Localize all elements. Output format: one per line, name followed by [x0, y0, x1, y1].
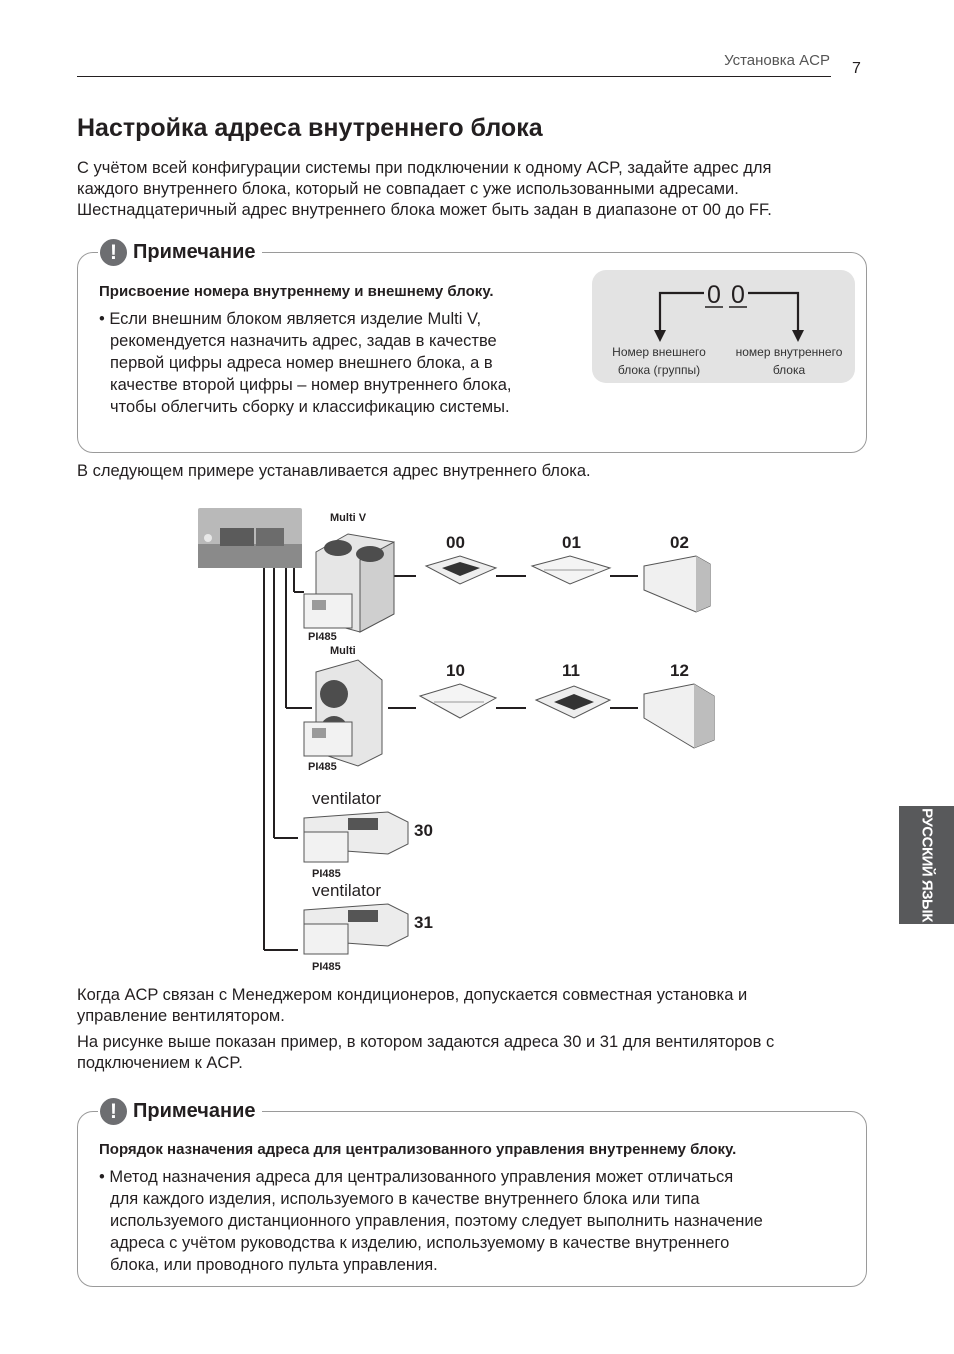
address-label: 30: [414, 821, 433, 840]
outdoor-digit-arrow: [658, 291, 704, 332]
address-label: 12: [670, 661, 689, 680]
example-intro: В следующем примере устанавливается адре…: [77, 462, 591, 480]
multi-v-label: Multi V: [330, 512, 367, 524]
address-label: 02: [670, 533, 689, 552]
ventilator-paragraph: Когда ACP связан с Менеджером кондиционе…: [77, 985, 877, 1027]
indoor-digit-arrow: [748, 291, 800, 332]
note-box-central-control: ! Примечание Порядок назначения адреса д…: [77, 1098, 867, 1287]
indoor-label: номер внутреннего: [736, 345, 843, 359]
pi485-label: PI485: [308, 631, 337, 643]
paragraph-line: управление вентилятором.: [77, 1007, 285, 1025]
note-title: Примечание: [133, 1100, 256, 1122]
note-heading: ! Примечание: [98, 239, 262, 266]
language-tab: РУССКИЙ ЯЗЫК: [899, 806, 954, 924]
note-bullet-line: используемого дистанционного управления,…: [110, 1212, 763, 1230]
outdoor-label: блока (группы): [618, 363, 700, 377]
note-bullet-line: чтобы облегчить сборку и классификацию с…: [110, 398, 510, 416]
note-subtitle: Порядок назначения адреса для централизо…: [99, 1141, 737, 1158]
indoor-unit-cassette: 00: [424, 533, 498, 585]
note-bullet-line: блока, или проводного пульта управления.: [110, 1256, 438, 1274]
indoor-unit-wall-mounted: 12: [643, 661, 715, 749]
indoor-unit-wall-mounted: 02: [643, 533, 711, 613]
system-diagram: Multi V PI485 Multi PI485 00 01 02 10: [198, 504, 718, 974]
note-bullet-line: первой цифры адреса номер внешнего блока…: [110, 354, 493, 372]
outdoor-digit: 0: [707, 281, 721, 309]
address-label: 00: [446, 533, 465, 552]
multi-label: Multi: [330, 645, 356, 657]
note-bullet: • Метод назначения адреса для централизо…: [99, 1166, 763, 1276]
address-figure-panel: 0 0 Номер внешнего блока (группы) номер …: [592, 270, 855, 383]
page-title: Настройка адреса внутреннего блока: [77, 114, 543, 142]
ventilator-label: ventilator: [312, 789, 381, 808]
address-figure: 0 0 Номер внешнего блока (группы) номер …: [612, 281, 843, 377]
note-bullet-line: рекомендуется назначить адрес, задав в к…: [110, 332, 497, 350]
address-label: 11: [562, 661, 580, 680]
note-bullet-line: • Если внешним блоком является изделие M…: [99, 310, 482, 328]
note-subtitle: Присвоение номера внутреннему и внешнему…: [99, 283, 494, 300]
note-bullet-line: для каждого изделия, используемого в кач…: [110, 1190, 700, 1208]
pi485-module: PI485: [303, 593, 353, 643]
note-bullet-line: • Метод назначения адреса для централизо…: [99, 1168, 734, 1186]
acp-controller: [198, 508, 302, 568]
pi485-label: PI485: [308, 761, 337, 773]
address-label: 01: [562, 533, 581, 552]
pi485-label: PI485: [312, 868, 341, 880]
note-bullet: • Если внешним блоком является изделие M…: [99, 308, 512, 418]
intro-line: каждого внутреннего блока, который не со…: [77, 180, 739, 198]
example-addresses-paragraph: На рисунке выше показан пример, в которо…: [77, 1032, 877, 1074]
paragraph-line: Когда ACP связан с Менеджером кондиционе…: [77, 986, 748, 1004]
running-header: Установка ACP: [724, 52, 830, 69]
note-box-address-assignment: ! Примечание Присвоение номера внутренне…: [77, 239, 867, 453]
ventilator-unit: ventilator 31 PI485: [303, 881, 433, 973]
ventilator-label: ventilator: [312, 881, 381, 900]
indoor-unit-cassette: 01: [530, 533, 612, 585]
exclamation-icon: !: [100, 1098, 127, 1125]
note-bullet-line: адреса с учётом руководства к изделию, и…: [110, 1234, 730, 1252]
intro-line: Шестнадцатеричный адрес внутреннего блок…: [77, 201, 772, 219]
language-tab-label: РУССКИЙ ЯЗЫК: [918, 808, 935, 922]
indoor-arrow-head: [792, 330, 804, 342]
indoor-unit-cassette: 11: [534, 661, 612, 719]
indoor-unit-cassette: 10: [418, 661, 498, 719]
exclamation-icon: !: [100, 239, 127, 266]
header-divider: [77, 76, 831, 77]
indoor-label: блока: [773, 363, 806, 377]
ventilator-unit: ventilator 30 PI485: [303, 789, 433, 880]
outdoor-arrow-head: [654, 330, 666, 342]
intro-paragraph: С учётом всей конфигурации системы при п…: [77, 158, 877, 221]
page-number: 7: [852, 60, 861, 77]
outdoor-label: Номер внешнего: [612, 345, 706, 359]
indoor-digit: 0: [731, 281, 745, 309]
pi485-module: PI485: [303, 721, 353, 773]
address-label: 31: [414, 913, 433, 932]
paragraph-line: подключением к ACP.: [77, 1054, 243, 1072]
bus-wiring: [263, 568, 638, 951]
intro-line: С учётом всей конфигурации системы при п…: [77, 159, 772, 177]
note-title: Примечание: [133, 241, 256, 263]
paragraph-line: На рисунке выше показан пример, в которо…: [77, 1033, 775, 1051]
note-heading: ! Примечание: [98, 1098, 262, 1125]
note-bullet-line: качестве второй цифры – номер внутреннег…: [110, 376, 512, 394]
address-label: 10: [446, 661, 465, 680]
pi485-label: PI485: [312, 961, 341, 973]
